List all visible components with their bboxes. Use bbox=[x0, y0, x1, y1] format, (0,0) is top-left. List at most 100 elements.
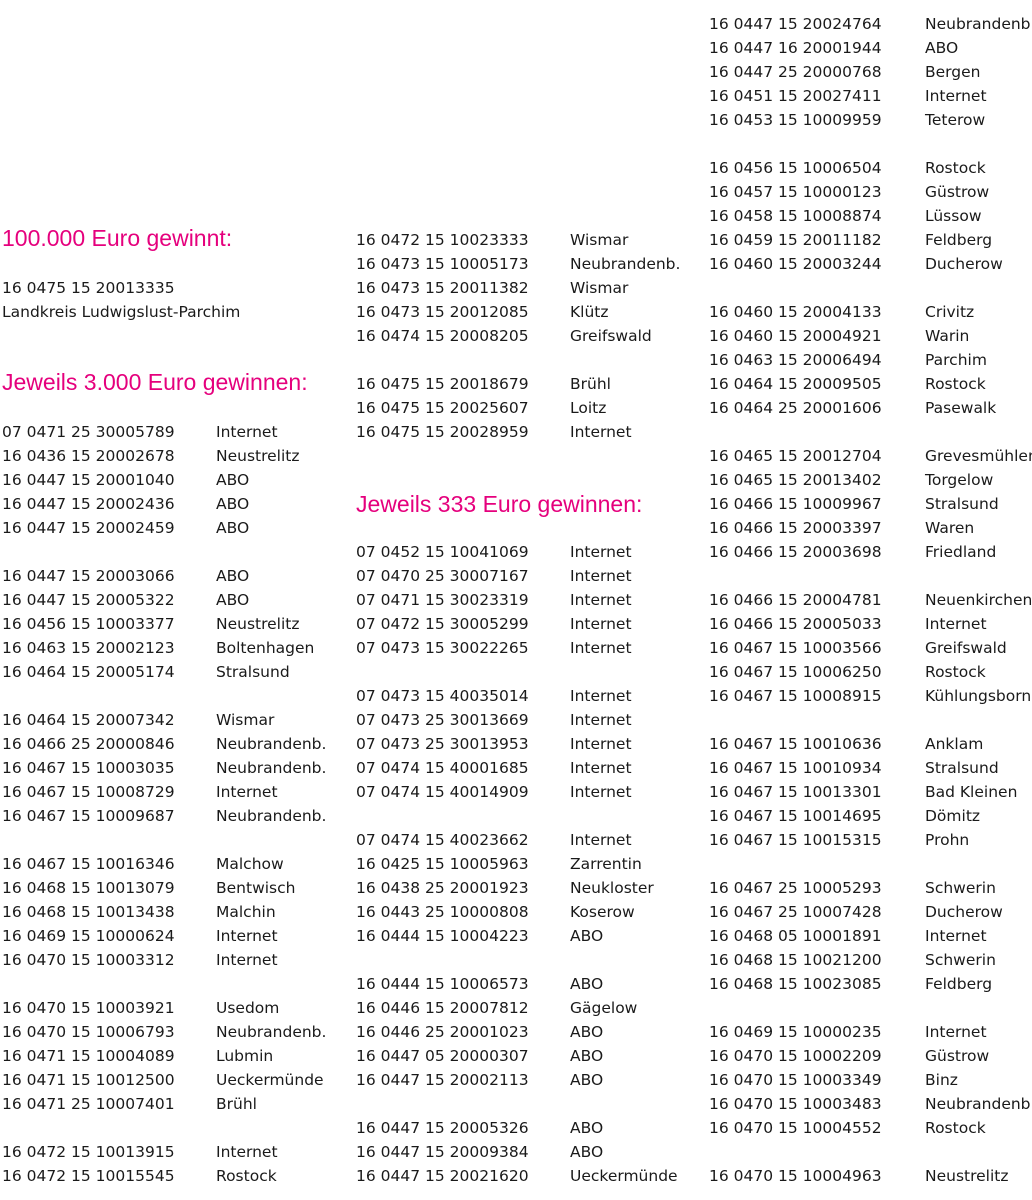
location: Internet bbox=[570, 639, 632, 657]
ticket-number: 16 0446 15 20007812 bbox=[356, 999, 529, 1017]
location: Malchow bbox=[216, 855, 284, 873]
location: ABO bbox=[570, 927, 604, 945]
location: Neubrandenb. bbox=[216, 807, 327, 825]
location: Ueckermünde bbox=[570, 1167, 678, 1185]
ticket-number: 16 0467 15 10003035 bbox=[2, 759, 175, 777]
ticket-number: 16 0467 15 10008915 bbox=[709, 687, 882, 705]
location: Neubrandenb. bbox=[570, 255, 681, 273]
location: Zarrentin bbox=[570, 855, 642, 873]
ticket-number: 16 0470 15 10003921 bbox=[2, 999, 175, 1017]
location: Malchin bbox=[216, 903, 276, 921]
location: ABO bbox=[216, 519, 250, 537]
ticket-number: 07 0473 15 30022265 bbox=[356, 639, 529, 657]
location: Stralsund bbox=[925, 495, 999, 513]
ticket-number: 16 0444 15 10004223 bbox=[356, 927, 529, 945]
location: Waren bbox=[925, 519, 975, 537]
location: Neubrandenb. bbox=[216, 1023, 327, 1041]
ticket-number: 16 0467 15 10010636 bbox=[709, 735, 882, 753]
ticket-number: 07 0470 25 30007167 bbox=[356, 567, 529, 585]
location: Internet bbox=[570, 831, 632, 849]
ticket-number: 16 0466 25 20000846 bbox=[2, 735, 175, 753]
ticket-number: 16 0467 25 10007428 bbox=[709, 903, 882, 921]
location: Grevesmühlen bbox=[925, 447, 1032, 465]
ticket-number: 16 0443 25 10000808 bbox=[356, 903, 529, 921]
ticket-number: 07 0471 15 30023319 bbox=[356, 591, 529, 609]
ticket-number: 16 0447 15 20003066 bbox=[2, 567, 175, 585]
ticket-number: 16 0464 25 20001606 bbox=[709, 399, 882, 417]
ticket-number: 16 0447 15 20009384 bbox=[356, 1143, 529, 1161]
ticket-number: 16 0463 15 20006494 bbox=[709, 351, 882, 369]
heading-333: Jeweils 333 Euro gewinnen: bbox=[356, 491, 643, 517]
ticket-number: 16 0459 15 20011182 bbox=[709, 231, 882, 249]
ticket-number: 16 0469 15 10000624 bbox=[2, 927, 175, 945]
location: Bergen bbox=[925, 63, 981, 81]
ticket-number: 16 0464 15 20005174 bbox=[2, 663, 175, 681]
location: Internet bbox=[925, 615, 987, 633]
location: Neukloster bbox=[570, 879, 654, 897]
list-item: 16 0471 15 10012500 Ueckermünde bbox=[2, 1068, 342, 1092]
ticket-number: 16 0447 15 20002459 bbox=[2, 519, 175, 537]
ticket-number: 16 0447 15 20024764 bbox=[709, 15, 882, 33]
ticket-number: 16 0473 15 20012085 bbox=[356, 303, 529, 321]
ticket-number: 16 0460 15 20004921 bbox=[709, 327, 882, 345]
location: Ueckermünde bbox=[216, 1071, 324, 1089]
location: Internet bbox=[570, 591, 632, 609]
location: Boltenhagen bbox=[216, 639, 315, 657]
location: Internet bbox=[570, 423, 632, 441]
ticket-number: 16 0457 15 10000123 bbox=[709, 183, 882, 201]
location: Internet bbox=[925, 87, 987, 105]
location: Teterow bbox=[925, 111, 986, 129]
location: Ducherow bbox=[925, 903, 1003, 921]
ticket-number: 16 0471 15 10012500 bbox=[2, 1071, 175, 1089]
ticket-number: 16 0451 15 20027411 bbox=[709, 87, 882, 105]
ticket-number: 16 0464 15 20009505 bbox=[709, 375, 882, 393]
location: ABO bbox=[570, 1119, 604, 1137]
location: Internet bbox=[570, 687, 632, 705]
ticket-number: 07 0473 25 30013953 bbox=[356, 735, 529, 753]
ticket-number: 16 0436 15 20002678 bbox=[2, 447, 175, 465]
location: Neubrandenb. bbox=[216, 759, 327, 777]
list-item: 16 0444 15 10004223 ABO bbox=[356, 924, 696, 948]
location: Crivitz bbox=[925, 303, 975, 321]
ticket-number: 16 0446 25 20001023 bbox=[356, 1023, 529, 1041]
ticket-number: 16 0467 15 10014695 bbox=[709, 807, 882, 825]
ticket-number: 16 0472 15 10023333 bbox=[356, 231, 529, 249]
ticket-number: 16 0473 15 20011382 bbox=[356, 279, 529, 297]
location: Rostock bbox=[216, 1167, 277, 1185]
